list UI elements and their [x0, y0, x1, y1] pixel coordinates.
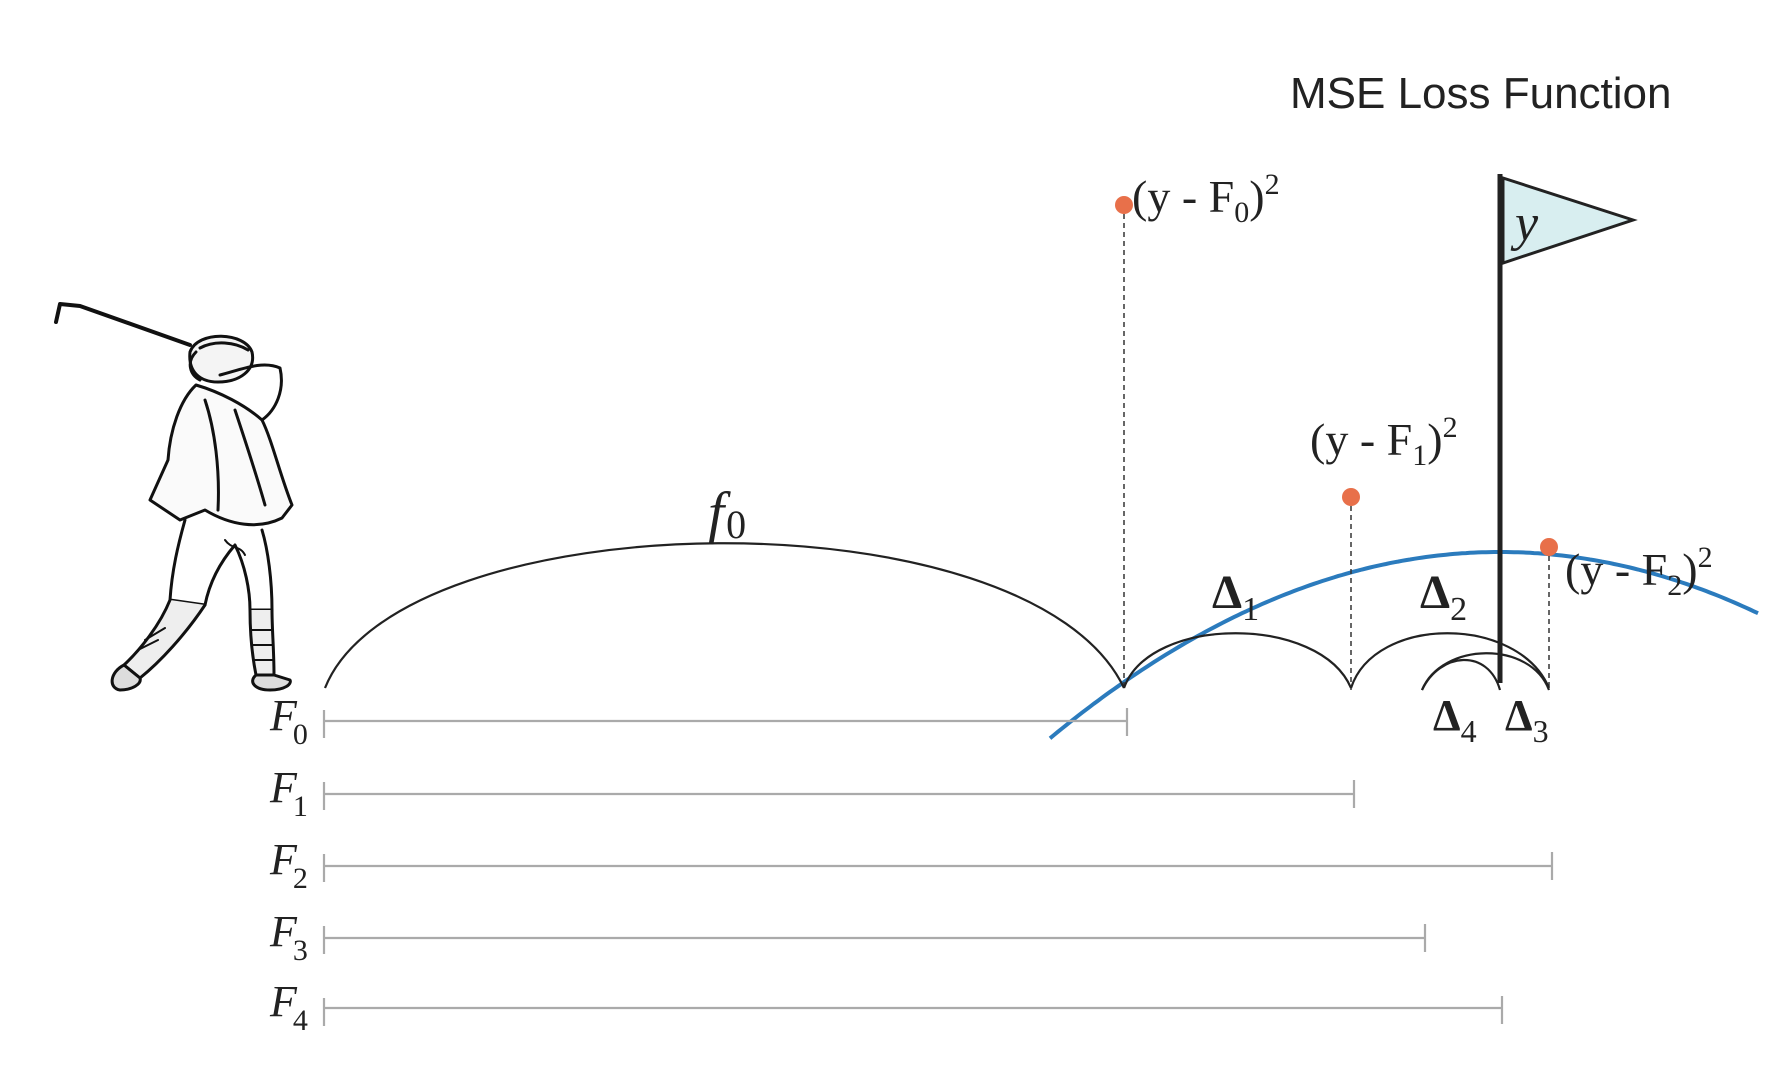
mse-loss-curve: [1048, 550, 1759, 740]
hop-arc-delta4: [1421, 658, 1502, 691]
prediction-label-3: F3: [269, 907, 308, 967]
flag-pennant: [1501, 175, 1638, 266]
loss-label-2: (y - F2)2: [1565, 541, 1713, 602]
delta-label-1: Δ1: [1212, 566, 1259, 628]
target-label: y: [1510, 195, 1539, 252]
prediction-bar-2: [322, 852, 1554, 882]
flag-icon: y: [1497, 174, 1638, 683]
loss-label-0: (y - F0)2: [1132, 168, 1280, 229]
prediction-bar-4: [322, 996, 1504, 1026]
prediction-label-0: F0: [269, 691, 308, 751]
hop-arcs: [323, 542, 1551, 691]
first-stage-label: f0: [708, 480, 746, 547]
hop-arc-delta3: [1420, 652, 1551, 691]
prediction-bars: [322, 708, 1554, 1026]
loss-point-0: [1115, 196, 1133, 214]
hop-arc-f0: [323, 542, 1125, 689]
delta-label-3: Δ3: [1505, 691, 1549, 749]
prediction-label-4: F4: [269, 977, 308, 1037]
loss-points: [1115, 196, 1558, 556]
golf-club: [54, 302, 192, 347]
prediction-label-2: F2: [269, 835, 308, 895]
hop-arc-delta1: [1122, 632, 1353, 689]
prediction-bar-1: [322, 780, 1356, 810]
prediction-bar-3: [322, 924, 1427, 954]
golfer-illustration: [54, 302, 294, 692]
loss-point-2: [1540, 538, 1558, 556]
delta-label-2: Δ2: [1420, 566, 1467, 628]
drop-lines: [1123, 205, 1550, 690]
prediction-label-1: F1: [269, 763, 308, 823]
prediction-bar-0: [322, 708, 1129, 738]
diagram-title: MSE Loss Function: [1290, 69, 1672, 118]
loss-label-1: (y - F1)2: [1310, 411, 1458, 472]
hop-arc-delta2: [1349, 632, 1551, 689]
loss-point-1: [1342, 488, 1360, 506]
delta-label-4: Δ4: [1433, 691, 1477, 749]
first-stage-label-sub: 0: [726, 502, 746, 547]
